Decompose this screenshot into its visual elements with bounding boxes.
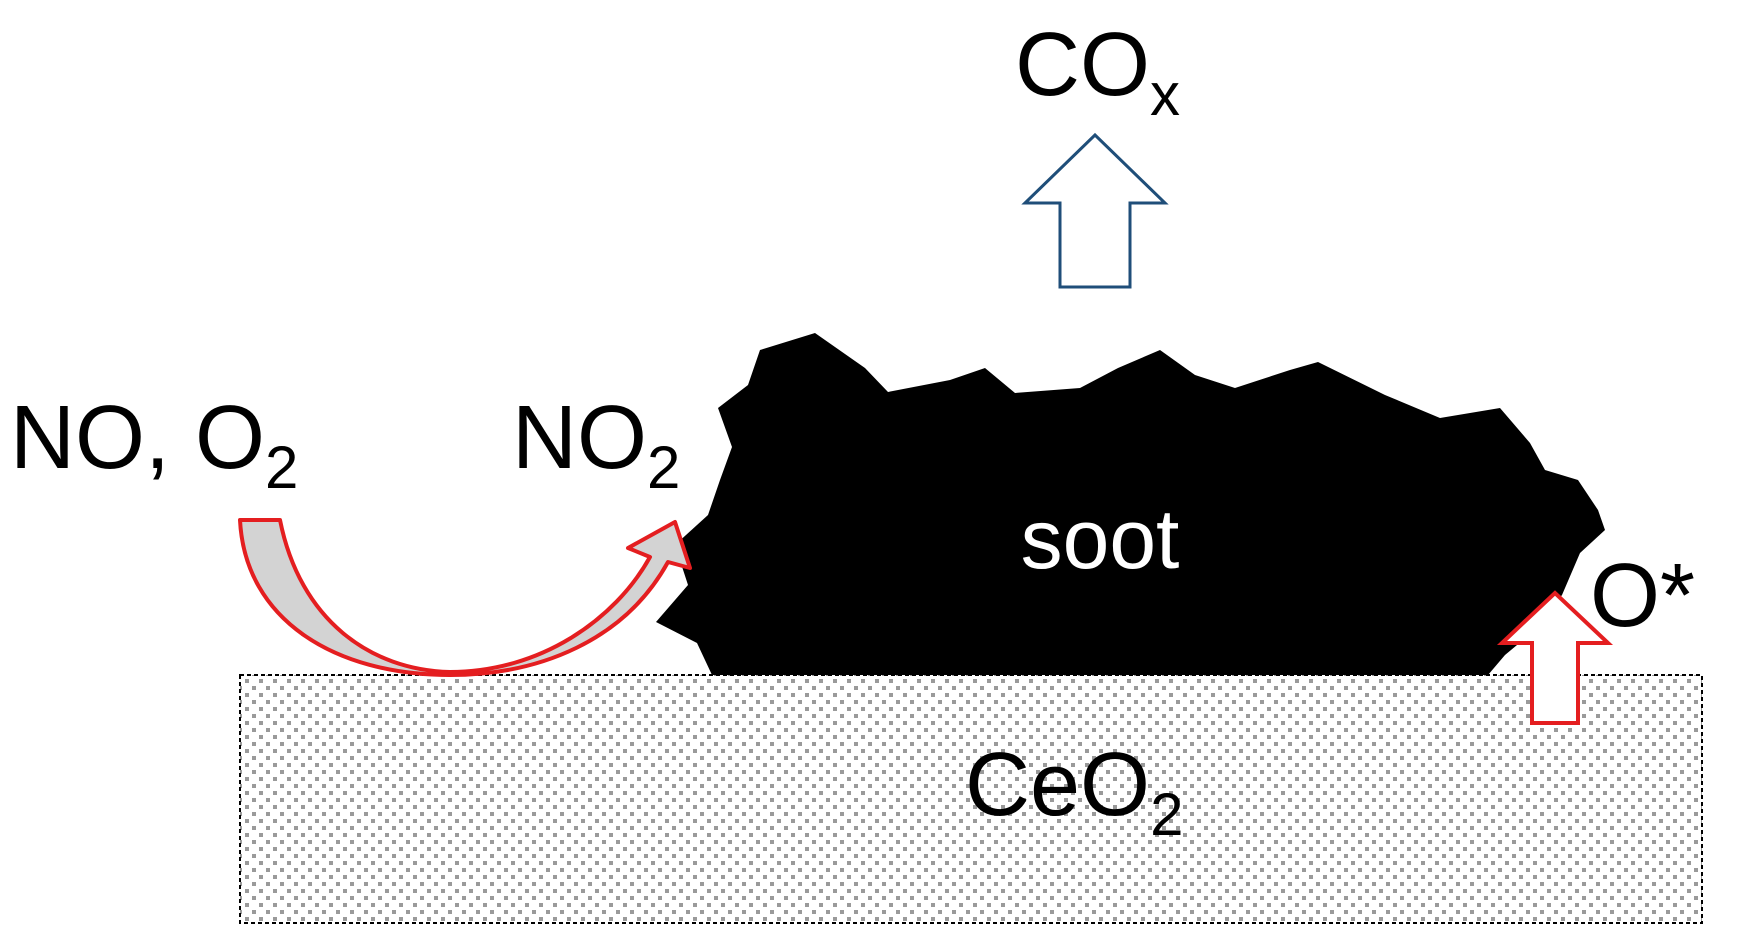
svg-text:NO, O2: NO, O2 xyxy=(10,388,298,501)
ceo2-label-main: CeO xyxy=(965,735,1150,835)
no2-label-main: NO xyxy=(512,388,647,488)
ostar-arrow xyxy=(1496,590,1614,725)
no2-label-sub: 2 xyxy=(647,434,680,501)
svg-text:COx: COx xyxy=(1015,15,1180,128)
ceo2-support-block xyxy=(239,674,1703,924)
soot-particle-shape xyxy=(656,333,1605,675)
ostar-label: O* xyxy=(1590,546,1695,646)
soot-label: soot xyxy=(1021,492,1180,586)
no-to-no2-curved-arrow-icon xyxy=(238,518,692,677)
ceo2-support xyxy=(239,674,1703,924)
soot-particle: soot xyxy=(656,333,1605,675)
svg-text:CeO2: CeO2 xyxy=(965,735,1183,848)
cox-label-sub: x xyxy=(1150,61,1180,128)
no-o2-label-main: NO, O xyxy=(10,388,265,488)
ostar-up-arrow-icon xyxy=(1496,590,1614,725)
no2-label: NO2 xyxy=(512,388,680,501)
no-o2-label-sub: 2 xyxy=(265,434,298,501)
no-o2-label: NO, O2 xyxy=(10,388,298,501)
cox-label: COx xyxy=(1015,15,1180,128)
svg-text:NO2: NO2 xyxy=(512,388,680,501)
ceo2-label: CeO2 xyxy=(965,735,1183,848)
cox-up-arrow-icon xyxy=(1021,132,1169,289)
cox-label-main: CO xyxy=(1015,15,1150,115)
cox-arrow xyxy=(1021,132,1169,289)
no-to-no2-arrow xyxy=(238,518,692,677)
ceo2-label-sub: 2 xyxy=(1150,781,1183,848)
ostar-label-text: O* xyxy=(1590,546,1695,646)
